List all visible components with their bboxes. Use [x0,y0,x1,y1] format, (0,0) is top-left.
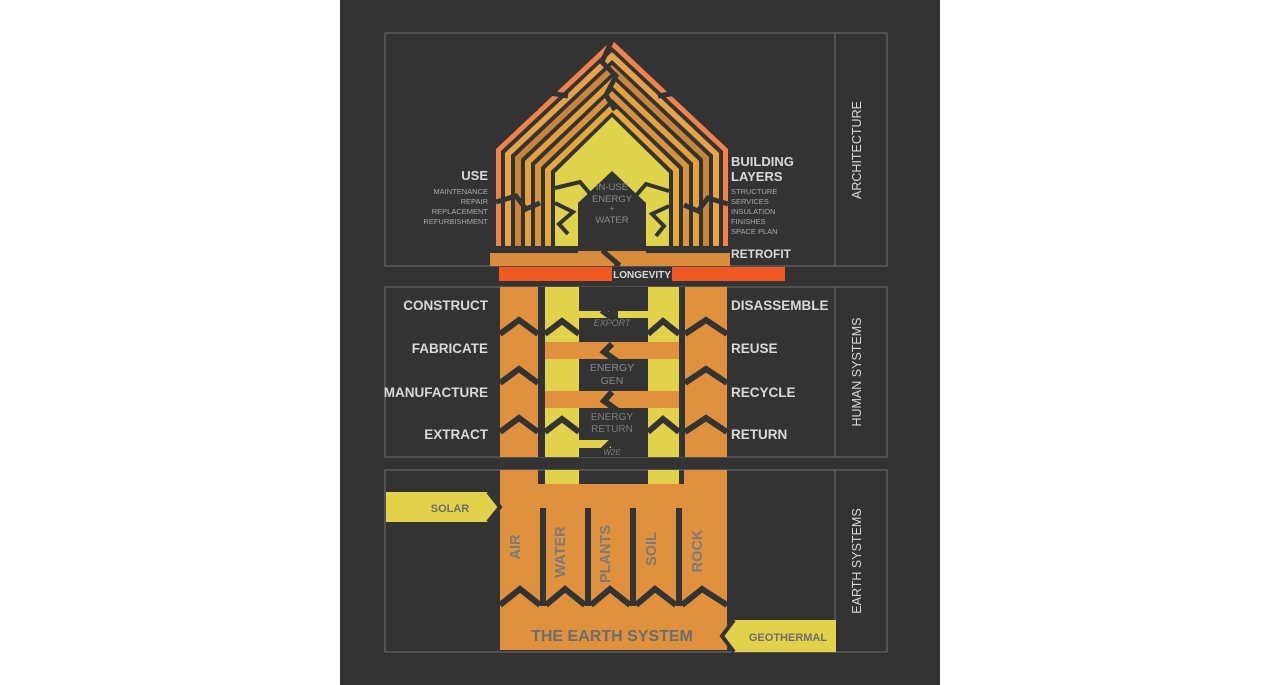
building-layers-heading-line2: LAYERS [731,169,783,184]
architecture-panel: USE MAINTENANCE REPAIR REPLACEMENT REFUR… [384,32,888,267]
hs-center-energy-return-0: ENERGY [591,412,634,423]
geothermal-input-arrow: GEOTHERMAL [719,618,836,654]
earth-column-water: WATER [553,526,569,578]
hs-left-2: MANUFACTURE [384,385,488,400]
building-layer-2: INSULATION [731,207,775,216]
longevity-bar: LONGEVITY [499,267,785,281]
hs-left-3: EXTRACT [424,427,489,442]
hs-right-1: REUSE [731,341,778,356]
use-item-3: REFURBISHMENT [423,217,488,226]
building-layer-1: SERVICES [731,197,769,206]
diagram-svg: USE MAINTENANCE REPAIR REPLACEMENT REFUR… [384,32,888,654]
solar-input-arrow: SOLAR [386,490,503,524]
earth-column-soil: SOIL [644,532,660,566]
house-layers [490,38,730,266]
core-label-3: WATER [595,215,628,226]
earth-column-air: AIR [508,534,524,560]
hs-center-energy-gen-0: ENERGY [590,362,634,374]
building-layers-heading-line1: BUILDING [731,154,794,169]
hs-center-export: EXPORT [594,318,632,328]
use-heading: USE [461,168,488,183]
longevity-label: LONGEVITY [613,270,671,281]
earth-column-plants: PLANTS [598,525,614,583]
geothermal-label: GEOTHERMAL [749,632,828,644]
hs-right-0: DISASSEMBLE [731,298,829,313]
building-layer-4: SPACE PLAN [731,227,778,236]
earth-system-footer: THE EARTH SYSTEM [531,628,693,645]
solar-label: SOLAR [431,503,470,515]
core-label-0: IN-USE [596,182,628,193]
building-layer-3: FINISHES [731,217,766,226]
use-item-1: REPAIR [461,197,489,206]
core-label-2: + [610,204,615,213]
hs-center-energy-return-1: RETURN [591,424,633,435]
hs-right-3: RETURN [731,427,787,442]
hs-center-w2e: W2E [603,448,621,457]
side-label-human-systems: HUMAN SYSTEMS [850,317,864,426]
earth-systems-panel: AIR WATER PLANTS SOIL ROCK THE EARTH SYS… [384,469,888,654]
earth-column-rock: ROCK [690,529,706,572]
side-label-architecture: ARCHITECTURE [850,101,864,199]
use-item-0: MAINTENANCE [433,187,488,196]
hs-left-1: FABRICATE [412,341,488,356]
hs-right-2: RECYCLE [731,385,796,400]
hs-left-0: CONSTRUCT [403,298,488,313]
side-label-earth-systems: EARTH SYSTEMS [850,508,864,613]
use-item-2: REPLACEMENT [432,207,489,216]
human-systems-flow [498,287,729,457]
hs-center-energy-gen-1: GEN [601,375,624,387]
building-layer-0: STRUCTURE [731,187,777,196]
diagram-canvas: USE MAINTENANCE REPAIR REPLACEMENT REFUR… [340,0,940,685]
retrofit-label: RETROFIT [731,247,792,261]
core-label-1: ENERGY [592,194,633,205]
earth-columns [498,470,729,650]
human-systems-panel: CONSTRUCT FABRICATE MANUFACTURE EXTRACT … [384,286,888,458]
